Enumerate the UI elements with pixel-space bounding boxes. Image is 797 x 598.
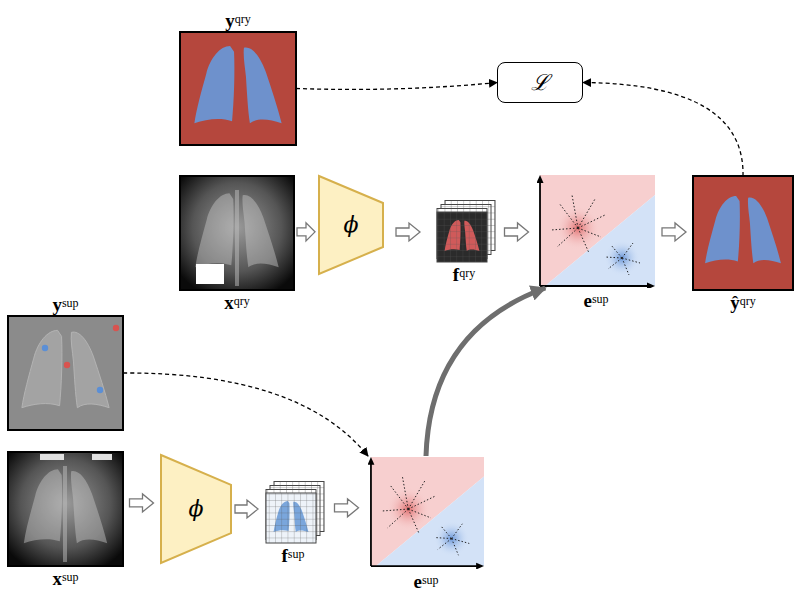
flow-arrow xyxy=(297,223,315,241)
math-label: xqry xyxy=(156,291,318,313)
dashed-arrow xyxy=(123,373,368,456)
math-symbol: ϕ xyxy=(189,496,204,522)
math-symbol: ℒ xyxy=(531,70,549,96)
trapezoid-shape xyxy=(319,176,383,274)
flow-arrow xyxy=(396,223,420,241)
math-label: fsup xyxy=(237,544,349,566)
flow-arrow xyxy=(130,494,154,512)
embedding-plot: esup xyxy=(368,456,484,569)
math-label: ŷqry xyxy=(669,291,797,313)
flow-arrow xyxy=(235,500,258,518)
flow-arrow xyxy=(335,499,359,517)
math-label: yqry xyxy=(156,9,320,31)
math-label: esup xyxy=(513,289,679,311)
dashed-arrow xyxy=(296,83,497,90)
sparse-label-image xyxy=(8,316,123,430)
flow-arrow xyxy=(662,223,686,241)
math-label: xsup xyxy=(0,567,147,589)
transfer-arrow xyxy=(426,288,545,456)
xray-image xyxy=(180,176,294,290)
prediction-image xyxy=(693,176,793,290)
feature-stack: fqry xyxy=(432,200,496,262)
feature-stack: fsup xyxy=(261,481,325,543)
math-label: esup xyxy=(344,570,508,592)
math-label: fqry xyxy=(408,263,520,285)
support-image: xsup xyxy=(8,452,123,566)
encoder-trapezoid: ϕ xyxy=(318,175,384,275)
mask-image: yqry xyxy=(180,32,296,145)
mask-image xyxy=(180,32,296,145)
math-symbol: ϕ xyxy=(344,212,359,238)
flow-arrow xyxy=(505,223,529,241)
support-label-image: ysup xyxy=(8,316,123,430)
prediction-image: ŷqry xyxy=(693,176,793,290)
encoder-trapezoid: ϕ xyxy=(160,454,232,564)
embedding-plot: esup xyxy=(537,175,655,288)
query-image: xqry xyxy=(180,176,294,290)
math-label: ysup xyxy=(0,293,147,315)
dashed-arrow xyxy=(583,83,743,177)
xray-image xyxy=(8,452,123,566)
trapezoid-shape xyxy=(161,455,231,563)
loss-box: ℒ xyxy=(497,62,583,103)
